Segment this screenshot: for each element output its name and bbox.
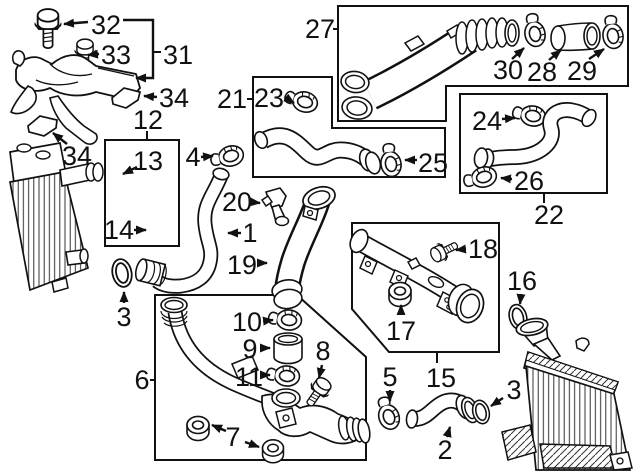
connector-sleeve-28-drawing xyxy=(550,22,601,52)
grommet-7b-drawing xyxy=(261,439,285,464)
callout-7[interactable]: 7 xyxy=(225,422,240,452)
leader-10 xyxy=(262,316,274,326)
leader-32 xyxy=(63,18,89,28)
callout-8[interactable]: 8 xyxy=(315,336,330,366)
callout-14[interactable]: 14 xyxy=(104,215,134,245)
callout-28[interactable]: 28 xyxy=(527,57,557,87)
charge-pipe-6-drawing xyxy=(160,296,371,445)
turbo-pipe-27-drawing xyxy=(340,17,520,120)
intercooler-right-drawing xyxy=(501,317,633,471)
leader-2 xyxy=(442,426,452,438)
leader-34b xyxy=(52,132,68,145)
leader-20 xyxy=(249,197,261,207)
callout-23[interactable]: 23 xyxy=(254,83,284,113)
leader-8 xyxy=(316,364,326,379)
callout-19[interactable]: 19 xyxy=(227,250,257,280)
charge-air-hose-1-drawing xyxy=(134,167,230,294)
leader-16 xyxy=(516,293,526,305)
gasket-34b-drawing xyxy=(27,115,58,137)
leader-26 xyxy=(500,174,513,184)
callout-16[interactable]: 16 xyxy=(507,266,537,296)
callout-18[interactable]: 18 xyxy=(468,234,498,264)
leader-30 xyxy=(511,47,525,60)
gasket-34a-drawing xyxy=(111,87,142,109)
callout-6[interactable]: 6 xyxy=(134,365,149,395)
callout-11[interactable]: 11 xyxy=(235,362,263,392)
callout-26[interactable]: 26 xyxy=(514,166,544,196)
leader-4 xyxy=(200,152,214,162)
callout-22[interactable]: 22 xyxy=(534,200,564,230)
callout-4[interactable]: 4 xyxy=(185,142,200,172)
callout-3b[interactable]: 3 xyxy=(506,375,521,405)
grommet-17-drawing xyxy=(388,281,412,308)
leader-29 xyxy=(588,48,605,60)
sensor-20-drawing xyxy=(260,187,290,227)
leader-3b xyxy=(490,396,504,407)
callout-34b[interactable]: 34 xyxy=(62,141,92,171)
callout-3a[interactable]: 3 xyxy=(116,302,131,332)
connector-sleeve-9-drawing xyxy=(273,332,303,365)
air-pipe-19-drawing xyxy=(271,185,336,310)
callout-32[interactable]: 32 xyxy=(91,10,121,40)
grommet-7a-drawing xyxy=(186,415,210,442)
callout-12[interactable]: 12 xyxy=(133,105,163,135)
callout-5[interactable]: 5 xyxy=(382,362,397,392)
leader-7a xyxy=(211,423,227,434)
callout-15[interactable]: 15 xyxy=(426,363,456,393)
coolant-pipe-15-drawing xyxy=(349,228,485,324)
bracket-31 xyxy=(123,18,155,83)
callout-34a[interactable]: 34 xyxy=(159,83,189,113)
charge-hose-22-drawing xyxy=(473,102,597,170)
leader-34a xyxy=(143,92,158,102)
callout-24[interactable]: 24 xyxy=(472,106,502,136)
leader-24 xyxy=(501,114,516,124)
callout-27[interactable]: 27 xyxy=(305,14,335,44)
leader-23 xyxy=(283,93,295,104)
intercooler-left-drawing xyxy=(9,142,104,293)
leader-13 xyxy=(122,165,138,176)
callout-29[interactable]: 29 xyxy=(567,56,597,86)
intake-duct-31-drawing xyxy=(10,50,141,145)
callout-30[interactable]: 30 xyxy=(493,55,523,85)
callout-17[interactable]: 17 xyxy=(386,316,416,346)
callout-13[interactable]: 13 xyxy=(133,146,163,176)
connector-hose-2-drawing xyxy=(405,392,480,429)
callout-31[interactable]: 31 xyxy=(163,40,193,70)
leader-18 xyxy=(455,244,467,254)
callout-25[interactable]: 25 xyxy=(418,148,448,178)
callout-21[interactable]: 21 xyxy=(217,84,247,114)
callout-33[interactable]: 33 xyxy=(101,40,131,70)
callout-20[interactable]: 20 xyxy=(222,187,252,217)
leader-28 xyxy=(548,49,562,61)
charge-hose-21-drawing xyxy=(253,127,382,175)
callout-2[interactable]: 2 xyxy=(437,435,452,465)
callout-10[interactable]: 10 xyxy=(232,307,262,337)
leader-33 xyxy=(87,49,100,59)
leader-7b xyxy=(244,439,260,449)
callout-9[interactable]: 9 xyxy=(242,334,257,364)
callout-1[interactable]: 1 xyxy=(242,218,257,248)
